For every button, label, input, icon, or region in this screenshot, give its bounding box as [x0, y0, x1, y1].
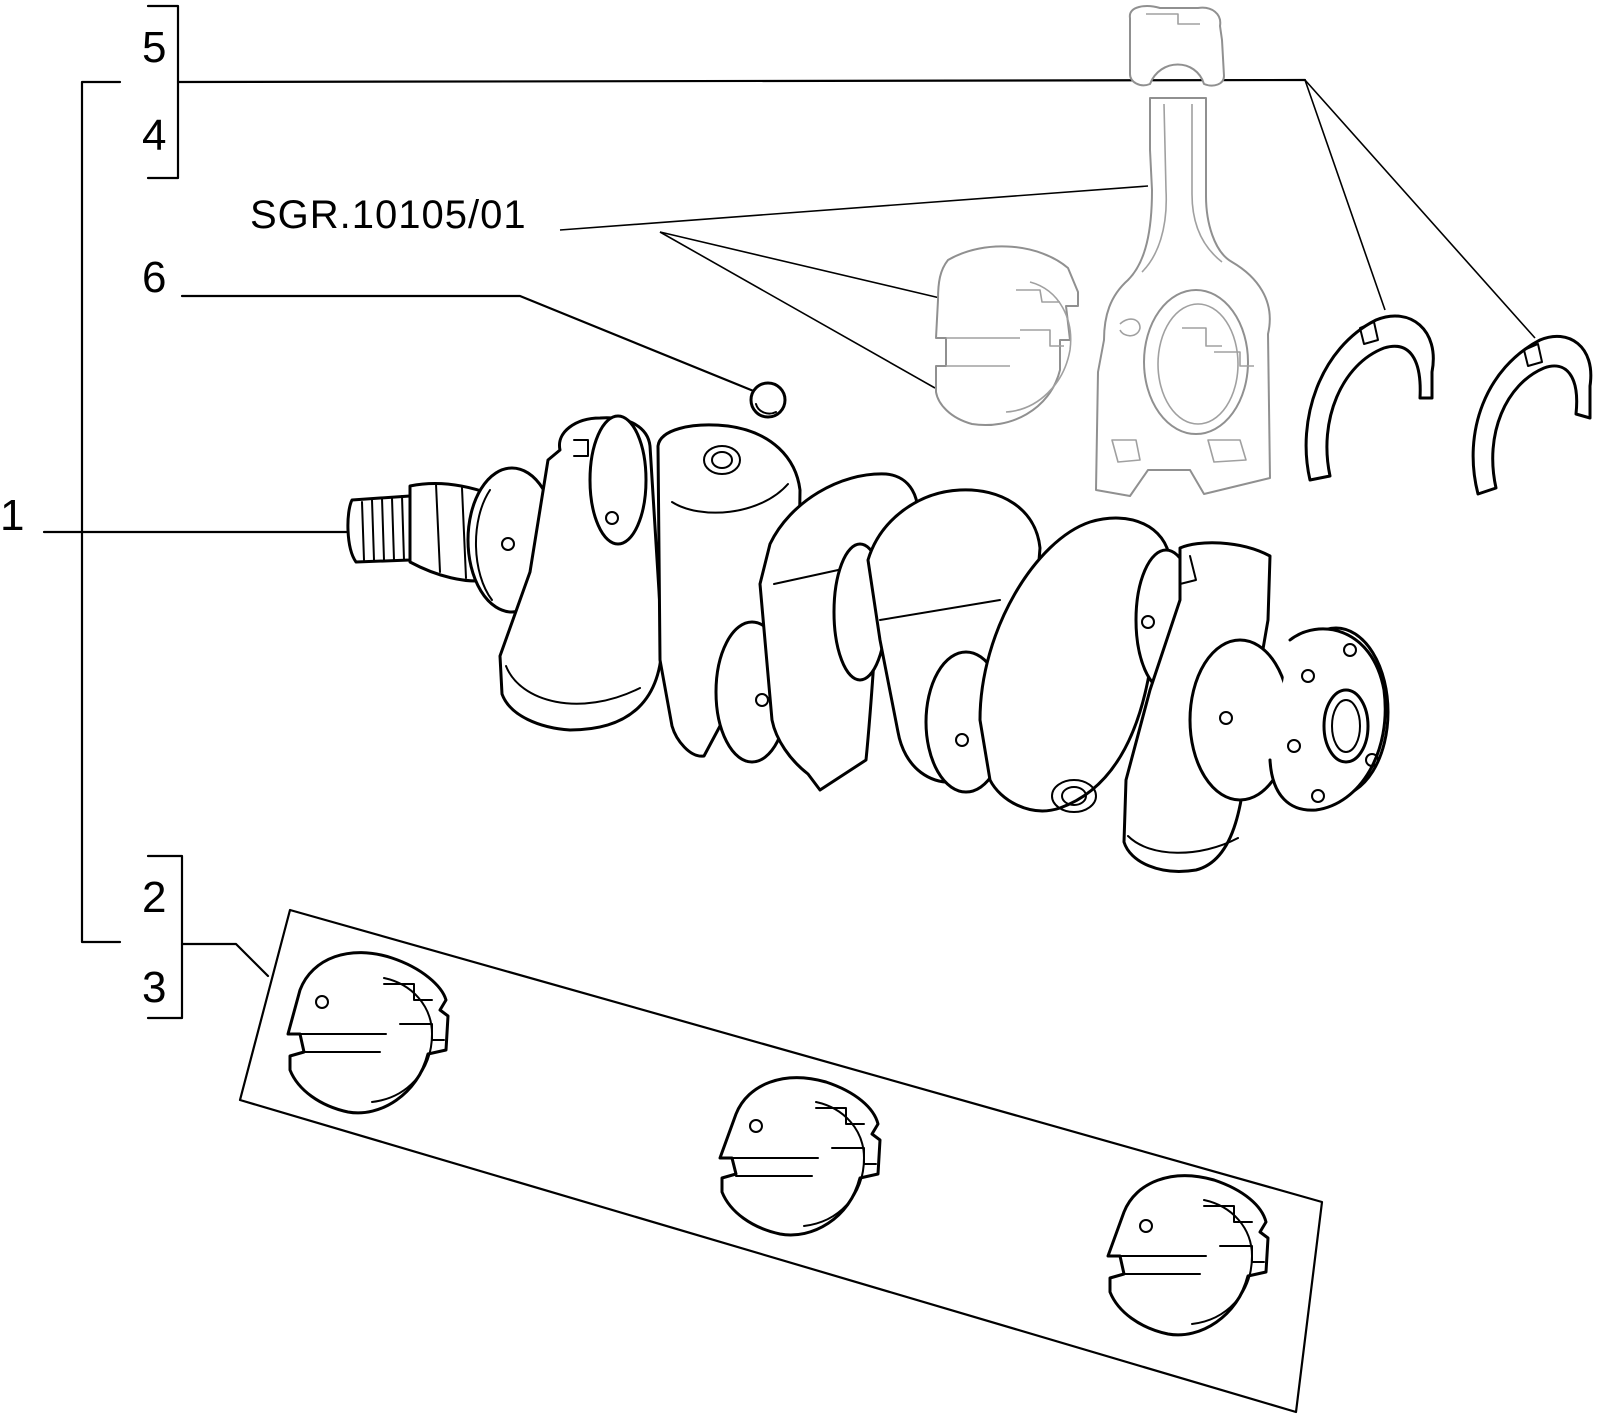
callout-3: 3 — [142, 963, 166, 1012]
plug-ball-icon — [749, 381, 787, 419]
callout-1: 1 — [0, 491, 24, 540]
connecting-rod-icon — [1095, 5, 1271, 497]
leader-ref-shell-upper — [659, 231, 941, 299]
thrust-washer-icon — [1304, 314, 1593, 496]
callout-4: 4 — [142, 111, 166, 160]
callout-6: 6 — [142, 253, 166, 302]
leader-items-4-5 — [176, 78, 1307, 84]
bearing-shell-icon — [935, 245, 1079, 426]
callout-5: 5 — [142, 23, 166, 72]
main-bearing-shells-panel — [238, 908, 1324, 1414]
shell-panel-frame — [238, 908, 1324, 1414]
bearing-shell-icon — [286, 951, 450, 1115]
leader-item-6 — [180, 294, 758, 394]
crankshaft-icon — [346, 414, 1390, 873]
bracket-items-2-3 — [146, 854, 184, 1020]
leader-thrust-left — [1304, 79, 1386, 311]
group-reference-code: SGR.10105/01 — [250, 193, 527, 237]
bracket-item-1 — [80, 80, 122, 944]
leader-thrust-right — [1304, 79, 1536, 339]
bearing-shell-icon — [1106, 1174, 1270, 1337]
leader-items-2-3 — [180, 942, 270, 978]
leader-lines — [42, 4, 1536, 1020]
bracket-items-4-5 — [146, 4, 180, 180]
bearing-shell-icon — [718, 1076, 882, 1237]
callout-2: 2 — [142, 873, 166, 922]
leader-ref-rod — [559, 185, 1149, 231]
leader-ref-shell-lower — [659, 231, 936, 389]
